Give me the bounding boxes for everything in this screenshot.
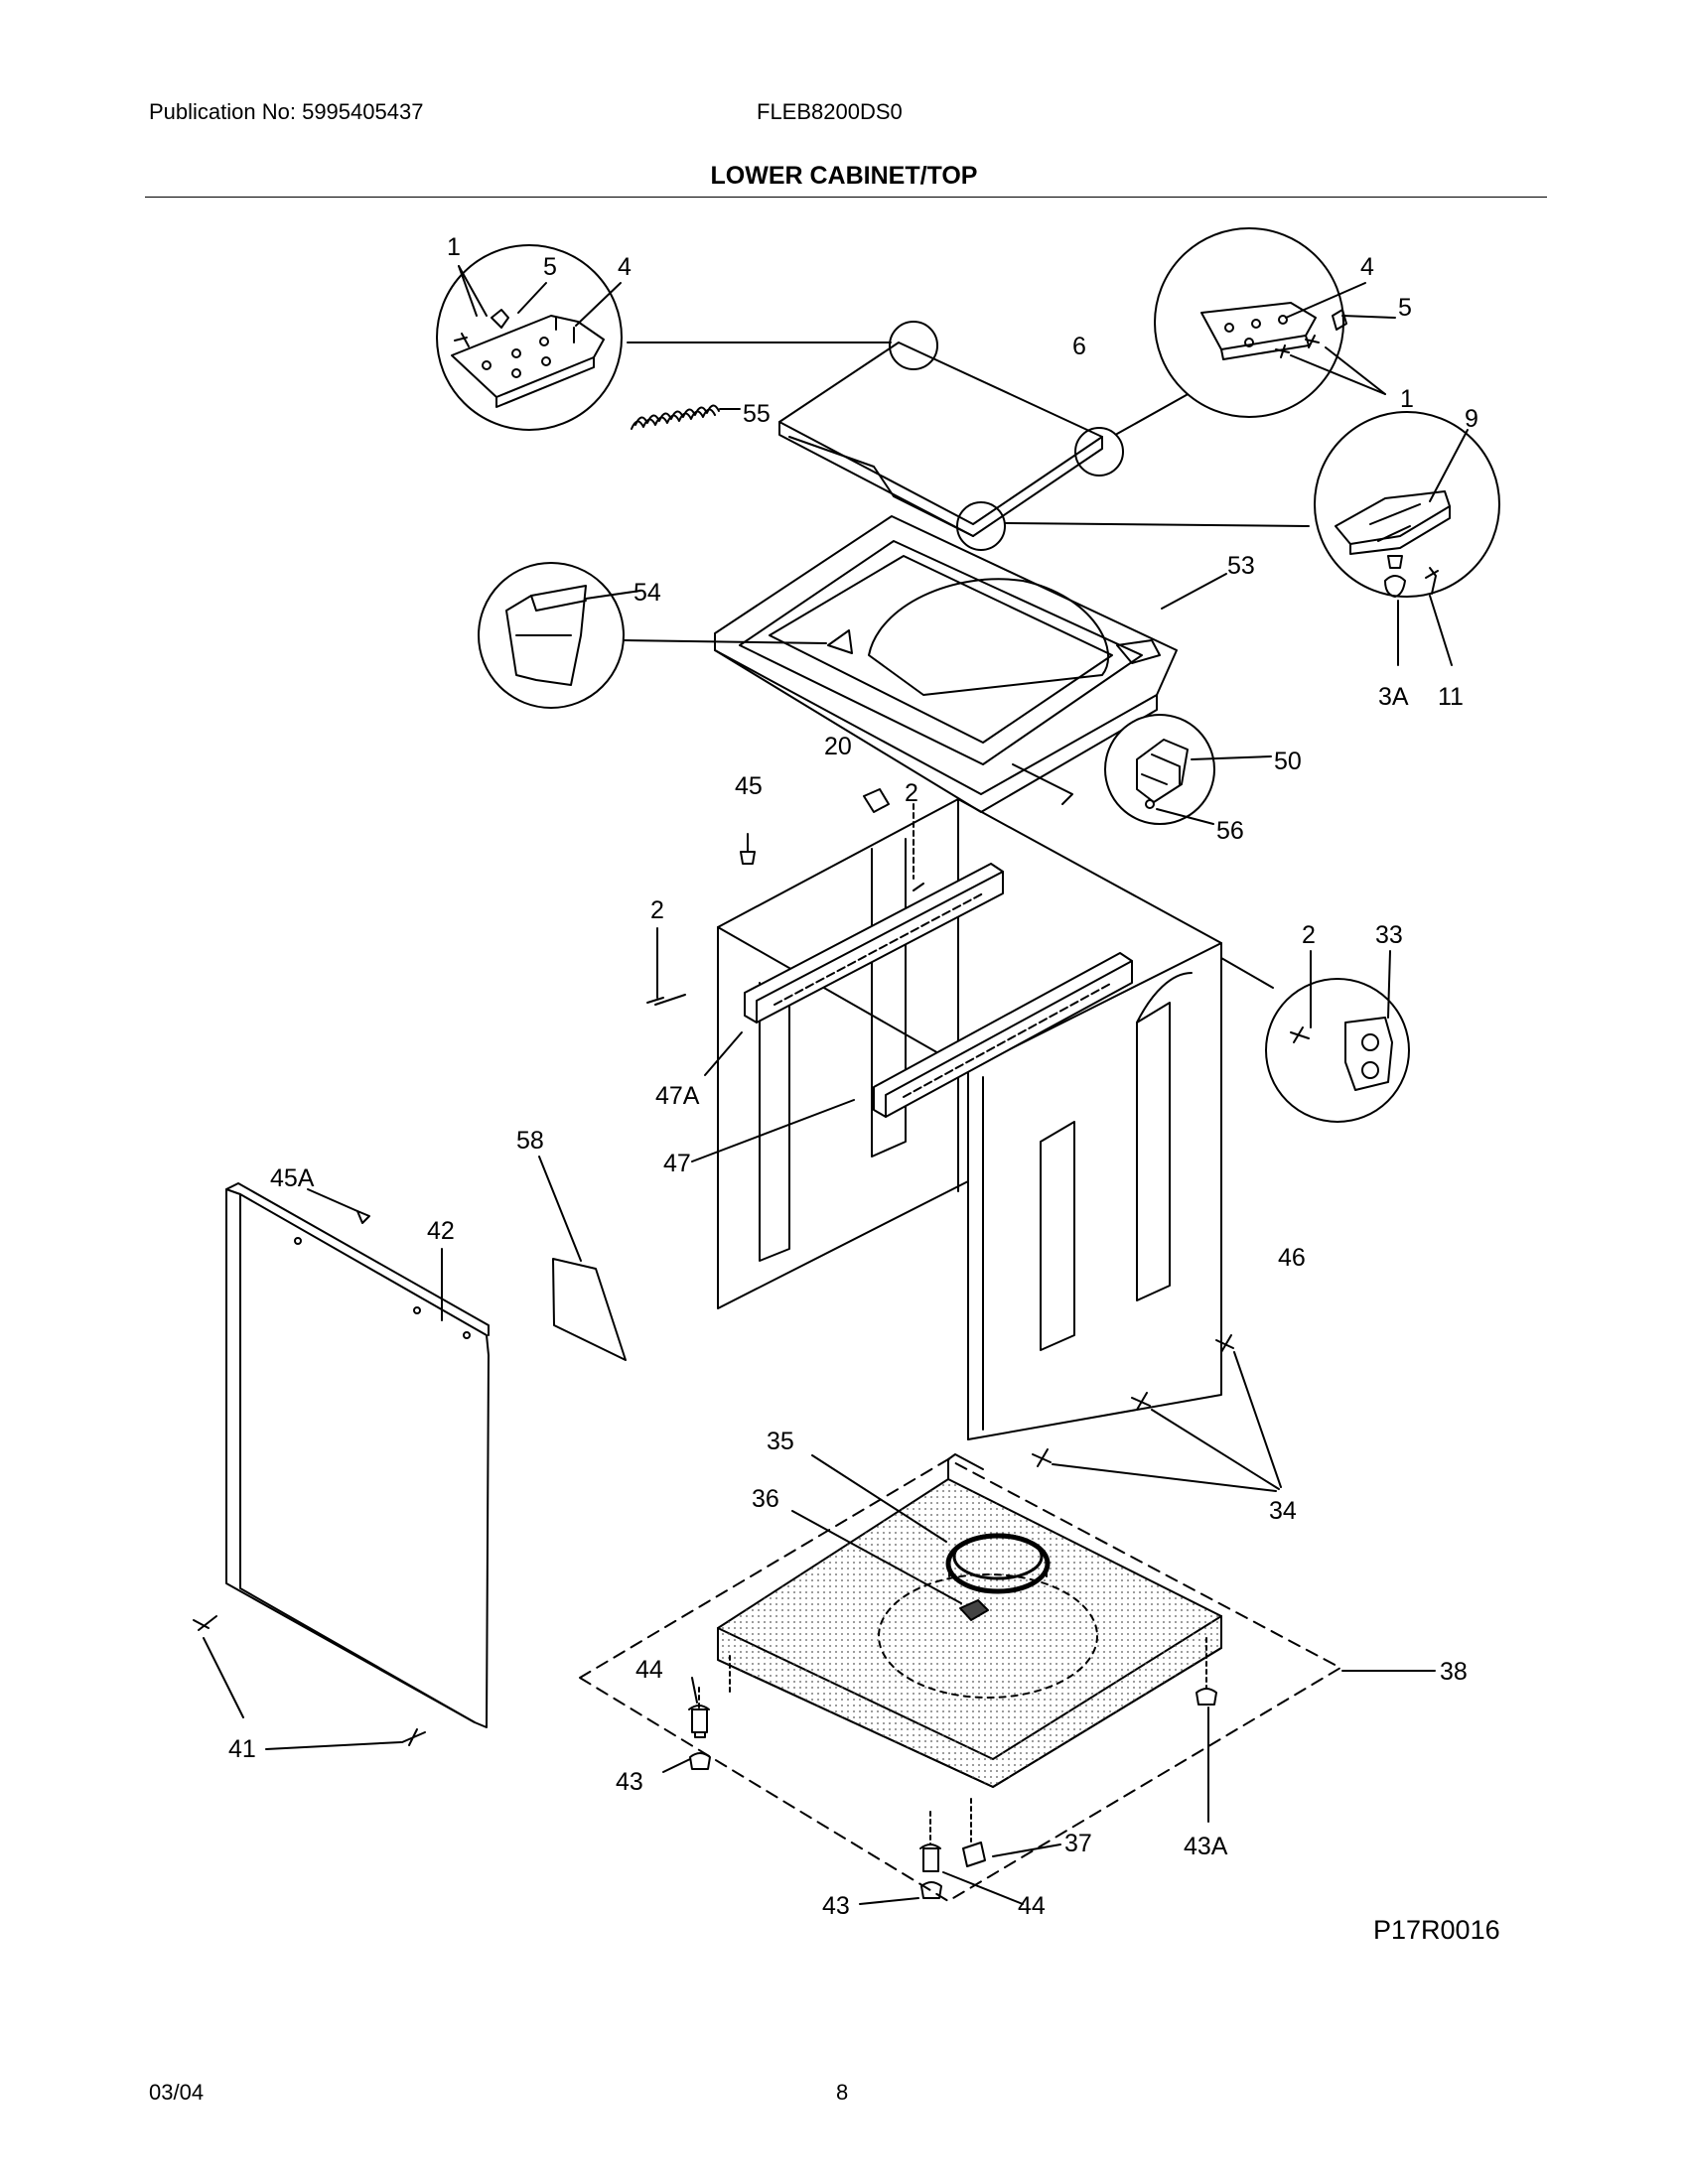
callout-37: 37	[1064, 1830, 1092, 1857]
callout-6: 6	[1072, 333, 1086, 360]
publication-date: 03/04	[149, 2080, 205, 2105]
callout-43a: 43A	[1184, 1833, 1228, 1860]
callout-labels: 1 5 4 4 5 1 6 55 9 53 54 3A 11 50 56 20 …	[228, 233, 1500, 1945]
lid-part	[778, 341, 1103, 537]
water-valve-detail	[1265, 978, 1410, 1123]
callout-43: 43	[616, 1768, 643, 1796]
model-number: FLEB8200DS0	[757, 99, 903, 124]
top-panel-part	[714, 515, 1178, 813]
side-screws	[1032, 1334, 1234, 1467]
header-rule	[145, 197, 1547, 198]
front-panel-part	[225, 1182, 490, 1728]
lid-switch-detail	[1104, 714, 1215, 825]
callout-4: 4	[618, 253, 632, 281]
callout-9: 9	[1465, 405, 1478, 433]
callout-50: 50	[1274, 748, 1302, 775]
rear-foot	[962, 1798, 986, 1867]
brace-47a-part	[744, 863, 1004, 1024]
callout-42: 42	[427, 1217, 455, 1245]
hinge-callout-ring-top	[889, 321, 938, 370]
leveling-leg-right	[919, 1811, 942, 1899]
callout-36: 36	[752, 1485, 779, 1513]
callout-54: 54	[633, 579, 661, 607]
callout-55: 55	[743, 400, 771, 428]
callout-46: 46	[1278, 1244, 1306, 1272]
callout-1: 1	[447, 233, 461, 261]
callout-20: 20	[824, 733, 852, 760]
callout-45: 45	[735, 772, 763, 800]
callout-35: 35	[767, 1428, 794, 1455]
hinge-detail-left	[436, 244, 623, 431]
callout-58: 58	[516, 1127, 544, 1155]
base-part	[717, 1453, 1222, 1788]
lid-spring-part	[631, 404, 741, 430]
hinge-detail-right	[1154, 227, 1347, 418]
hinge-callout-ring-right	[1074, 427, 1124, 477]
callout-2: 2	[1302, 921, 1316, 949]
callout-44: 44	[635, 1656, 663, 1684]
callout-34: 34	[1269, 1497, 1297, 1525]
callout-5: 5	[543, 253, 557, 281]
corner-bumper	[1196, 1637, 1217, 1706]
callout-33: 33	[1375, 921, 1403, 949]
callout-4: 4	[1360, 253, 1374, 281]
leveling-leg-left	[688, 1687, 711, 1770]
page-title: LOWER CABINET/TOP	[710, 162, 978, 190]
callout-56: 56	[1216, 817, 1244, 845]
brace-47-part	[873, 952, 1133, 1118]
diagram-code: P17R0016	[1373, 1915, 1500, 1945]
lid-strike-detail	[1314, 411, 1500, 598]
front-panel-screws	[193, 1615, 426, 1746]
clip-part	[959, 1599, 989, 1621]
page-number: 8	[836, 2080, 849, 2105]
callout-45a: 45A	[270, 1164, 315, 1192]
callout-47a: 47A	[655, 1082, 700, 1110]
callout-11: 11	[1438, 683, 1464, 711]
callout-2: 2	[650, 896, 664, 924]
tub-seal-part	[945, 1533, 1051, 1594]
publication-number: Publication No: 5995405437	[149, 99, 424, 124]
callout-43: 43	[822, 1892, 850, 1920]
callout-5: 5	[1398, 294, 1412, 322]
callout-44: 44	[1018, 1892, 1046, 1920]
callout-2: 2	[905, 779, 918, 807]
callout-1: 1	[1400, 385, 1414, 413]
callout-47: 47	[663, 1150, 691, 1177]
callout-41: 41	[228, 1735, 256, 1763]
base-outline-dashed	[579, 1458, 1341, 1902]
wiring-label-part	[552, 1258, 627, 1361]
dispenser-detail	[478, 562, 625, 709]
cabinet-screws	[646, 788, 924, 1006]
hinge-callout-ring-lower	[956, 501, 1006, 551]
callout-3a: 3A	[1378, 683, 1409, 711]
callout-53: 53	[1227, 552, 1255, 580]
callout-38: 38	[1440, 1658, 1468, 1686]
